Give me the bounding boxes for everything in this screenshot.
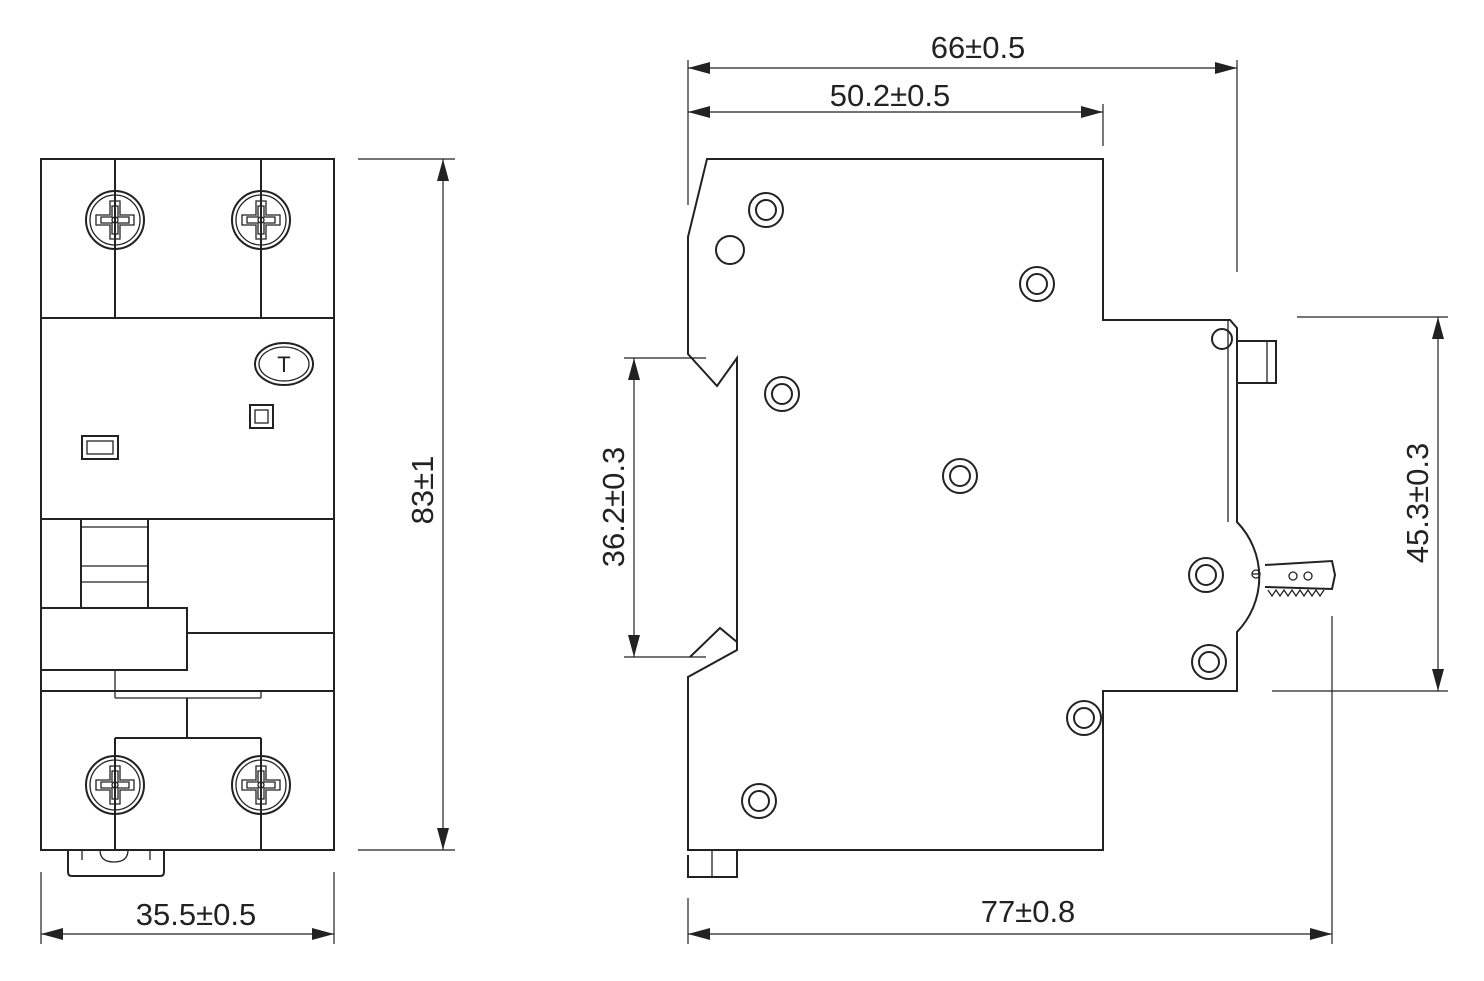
rivet-icon [1066,700,1102,736]
hole-icon [1211,328,1233,350]
din-rail-dimension: 36.2±0.3 [596,357,706,658]
rivet-icon [942,458,978,494]
rivet-icon [1188,557,1224,593]
width-dimension: 35.5±0.5 [40,872,335,944]
height-dimension: 83±1 [358,158,455,851]
side-view: 66±0.5 50.2±0.5 36.2±0.3 45.3±0.3 [596,30,1448,944]
front-outline [40,158,335,851]
toggle-lever [1251,559,1337,598]
indicator-window [81,435,119,460]
indicator-window [249,404,274,429]
overall-depth-dim-label: 77±0.8 [981,894,1076,929]
hole-icon [715,235,745,265]
din-clip [67,849,165,877]
front-face-dimension: 45.3±0.3 [1272,316,1448,692]
test-button-label: T [277,352,290,377]
rivet-icon [741,783,777,819]
depth-body-dim-label: 50.2±0.5 [830,78,950,113]
side-outline [687,158,1261,851]
toggle-handle [41,518,188,671]
din-rail-dim-label: 36.2±0.3 [596,447,631,567]
height-dim-label: 83±1 [405,456,440,525]
rivet-icon [1191,644,1227,680]
rivet-icon [764,376,800,412]
rivet-icon [1019,266,1055,302]
width-dim-label: 35.5±0.5 [136,897,256,932]
front-view: T [40,158,455,944]
depth-total-dim-label: 66±0.5 [931,30,1026,65]
depth-body-dimension: 50.2±0.5 [688,78,1104,146]
rivet-icon [748,192,784,228]
test-button-stub [1236,340,1277,384]
depth-total-dimension: 66±0.5 [687,30,1238,272]
front-face-dim-label: 45.3±0.3 [1400,443,1435,563]
test-button: T [254,342,314,386]
overall-depth-dimension: 77±0.8 [687,616,1333,944]
din-rail-clip [687,626,738,878]
